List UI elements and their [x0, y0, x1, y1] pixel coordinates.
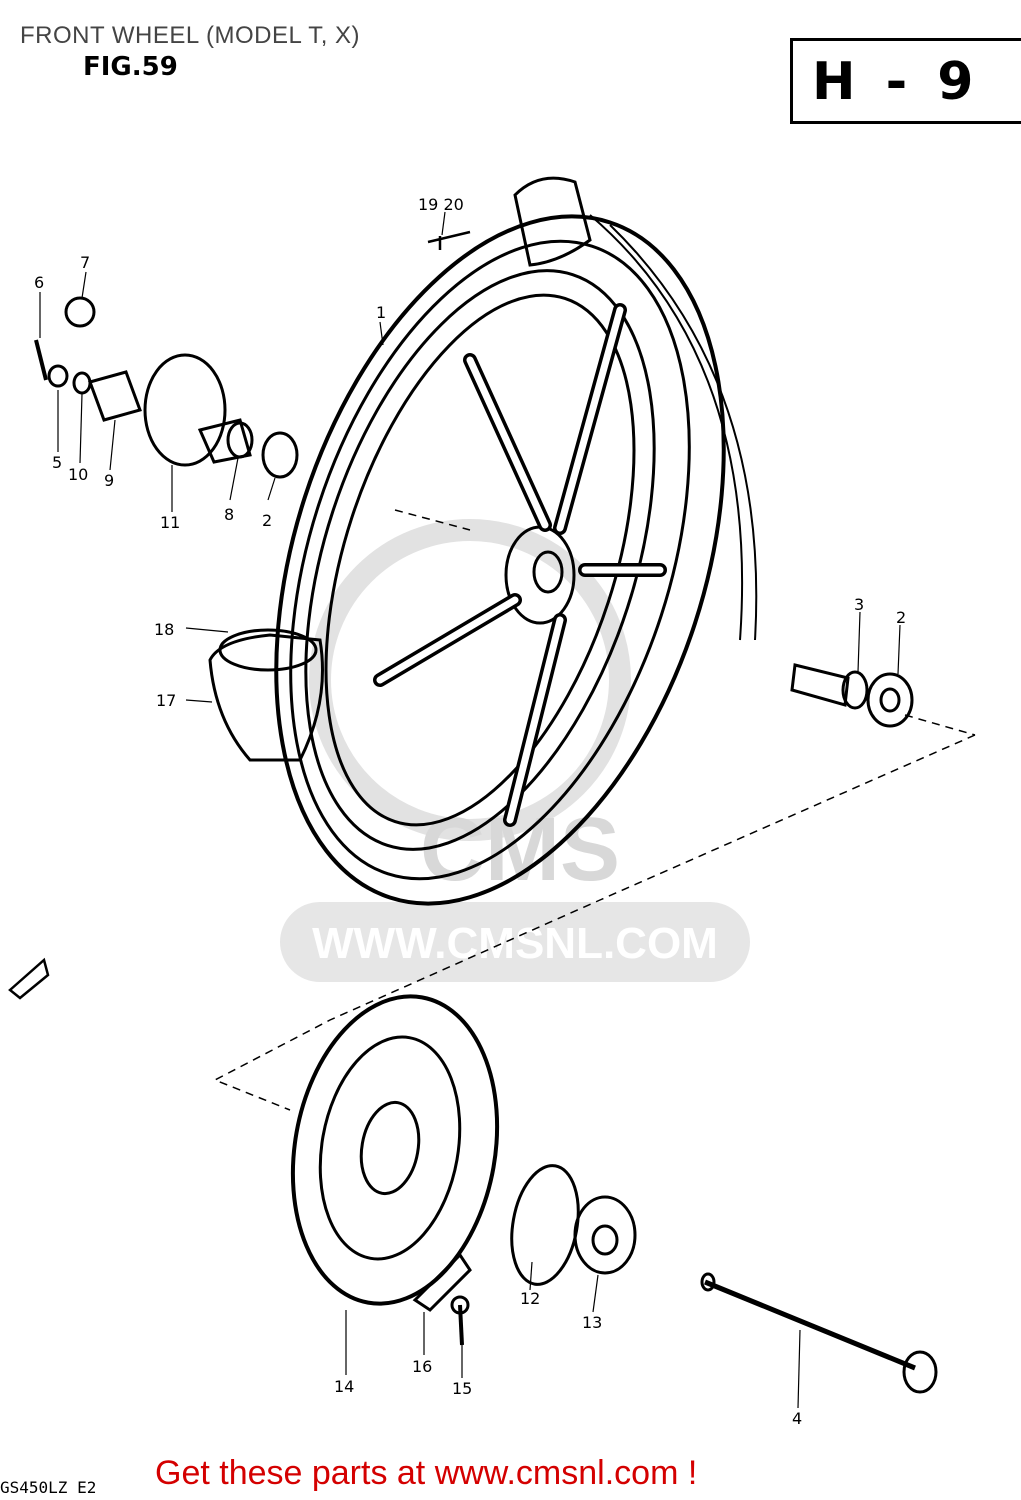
left-side-parts [34, 296, 299, 479]
leader-17 [185, 699, 213, 703]
parts-link[interactable]: Get these parts at www.cmsnl.com ! [155, 1454, 698, 1492]
assembly-lines [213, 509, 976, 1111]
spacer-9 [88, 370, 142, 422]
rim-inner [324, 293, 636, 827]
axle-head [902, 1350, 938, 1394]
callout-14: 14 [334, 1377, 354, 1396]
leader-3 [857, 611, 861, 673]
callout-15: 15 [452, 1379, 472, 1398]
oil-seal-8 [226, 421, 254, 459]
brake-disc [290, 994, 500, 1306]
spokes [373, 303, 667, 827]
axle-alignment-line [904, 714, 976, 736]
figure-label: FIG.59 [83, 52, 178, 82]
leader-18 [185, 627, 229, 633]
speedometer-gearbox [143, 353, 227, 467]
page-title: FRONT WHEEL (MODEL T, X) [20, 22, 361, 49]
disc-bolt-15 [458, 1304, 464, 1346]
callout-1: 1 [376, 303, 386, 322]
tube-cross-section [218, 628, 318, 672]
callout-3: 3 [854, 595, 864, 614]
watermark-band [280, 902, 750, 982]
leader-10 [79, 393, 83, 464]
bearing-2-left [261, 431, 299, 479]
spacer-3-end [841, 670, 869, 710]
callout-18: 18 [154, 620, 174, 639]
leader-2b [897, 624, 901, 675]
disc-center [359, 1100, 421, 1196]
direction-arrow-icon [8, 957, 50, 1000]
valve-19-20 [427, 230, 471, 250]
bearing-2-right-bore [879, 687, 901, 713]
callout-5: 5 [52, 453, 62, 472]
spacer-3 [790, 663, 850, 707]
lock-washer-16 [412, 1252, 472, 1312]
callout-19-20: 19 20 [418, 195, 464, 214]
gearbox-shaft [197, 418, 252, 464]
misc-parts [8, 230, 471, 1000]
axle-nut [64, 296, 96, 328]
nut-13-bore [591, 1224, 619, 1256]
wheel-assembly [208, 176, 758, 906]
leader-2a [267, 477, 276, 501]
callout-11: 11 [160, 513, 180, 532]
bearing-2-right [866, 672, 914, 728]
axle-tip [700, 1272, 716, 1292]
hub-bore [532, 550, 564, 594]
tire-inner [289, 239, 691, 881]
leader-19-20 [441, 211, 446, 236]
disc-bolt-head [450, 1295, 470, 1315]
tire-cutaway [208, 633, 324, 762]
washer-10 [72, 371, 92, 395]
tire-outer [274, 214, 726, 906]
watermark-url: WWW.CMSNL.COM [312, 919, 718, 968]
callout-8: 8 [224, 505, 234, 524]
callout-16: 16 [412, 1357, 432, 1376]
right-side-parts [790, 663, 914, 728]
axle-assembly [700, 1272, 938, 1394]
leader-8 [229, 457, 239, 501]
leader-4 [797, 1329, 801, 1409]
callout-2-left: 2 [262, 511, 272, 530]
callout-2-right: 2 [896, 608, 906, 627]
disc-alignment-line [213, 734, 976, 1111]
front-axle [704, 1279, 916, 1371]
callout-17: 17 [156, 691, 176, 710]
tire-top-cutaway [513, 176, 592, 267]
callout-10: 10 [68, 465, 88, 484]
leader-1 [379, 321, 384, 346]
disc-cover-12 [510, 1164, 580, 1286]
disc-vent-ring [318, 1035, 462, 1261]
leader-lines [39, 211, 901, 1409]
cotter-pin [34, 339, 48, 381]
callout-6: 6 [34, 273, 44, 292]
page-code-frame [790, 38, 1021, 124]
callout-9: 9 [104, 471, 114, 490]
callout-13: 13 [582, 1313, 602, 1332]
callout-7: 7 [80, 253, 90, 272]
washer-5 [47, 364, 69, 388]
leader-12 [529, 1261, 533, 1291]
spokes-highlight [376, 306, 664, 824]
tread-grooves [589, 214, 758, 641]
brake-disc-assembly [290, 994, 637, 1346]
callout-12: 12 [520, 1289, 540, 1308]
nut-13 [573, 1195, 637, 1275]
rim-outer [304, 269, 656, 851]
page-code: H - 9 [812, 52, 980, 112]
leader-7 [81, 271, 87, 299]
leader-9 [109, 419, 116, 471]
leader-13 [592, 1274, 599, 1313]
model-code: GS450LZ E2 [0, 1478, 97, 1497]
callout-labels: 1 2 2 3 4 5 6 7 8 9 10 11 12 13 14 15 16… [34, 195, 906, 1428]
callout-4: 4 [792, 1409, 802, 1428]
